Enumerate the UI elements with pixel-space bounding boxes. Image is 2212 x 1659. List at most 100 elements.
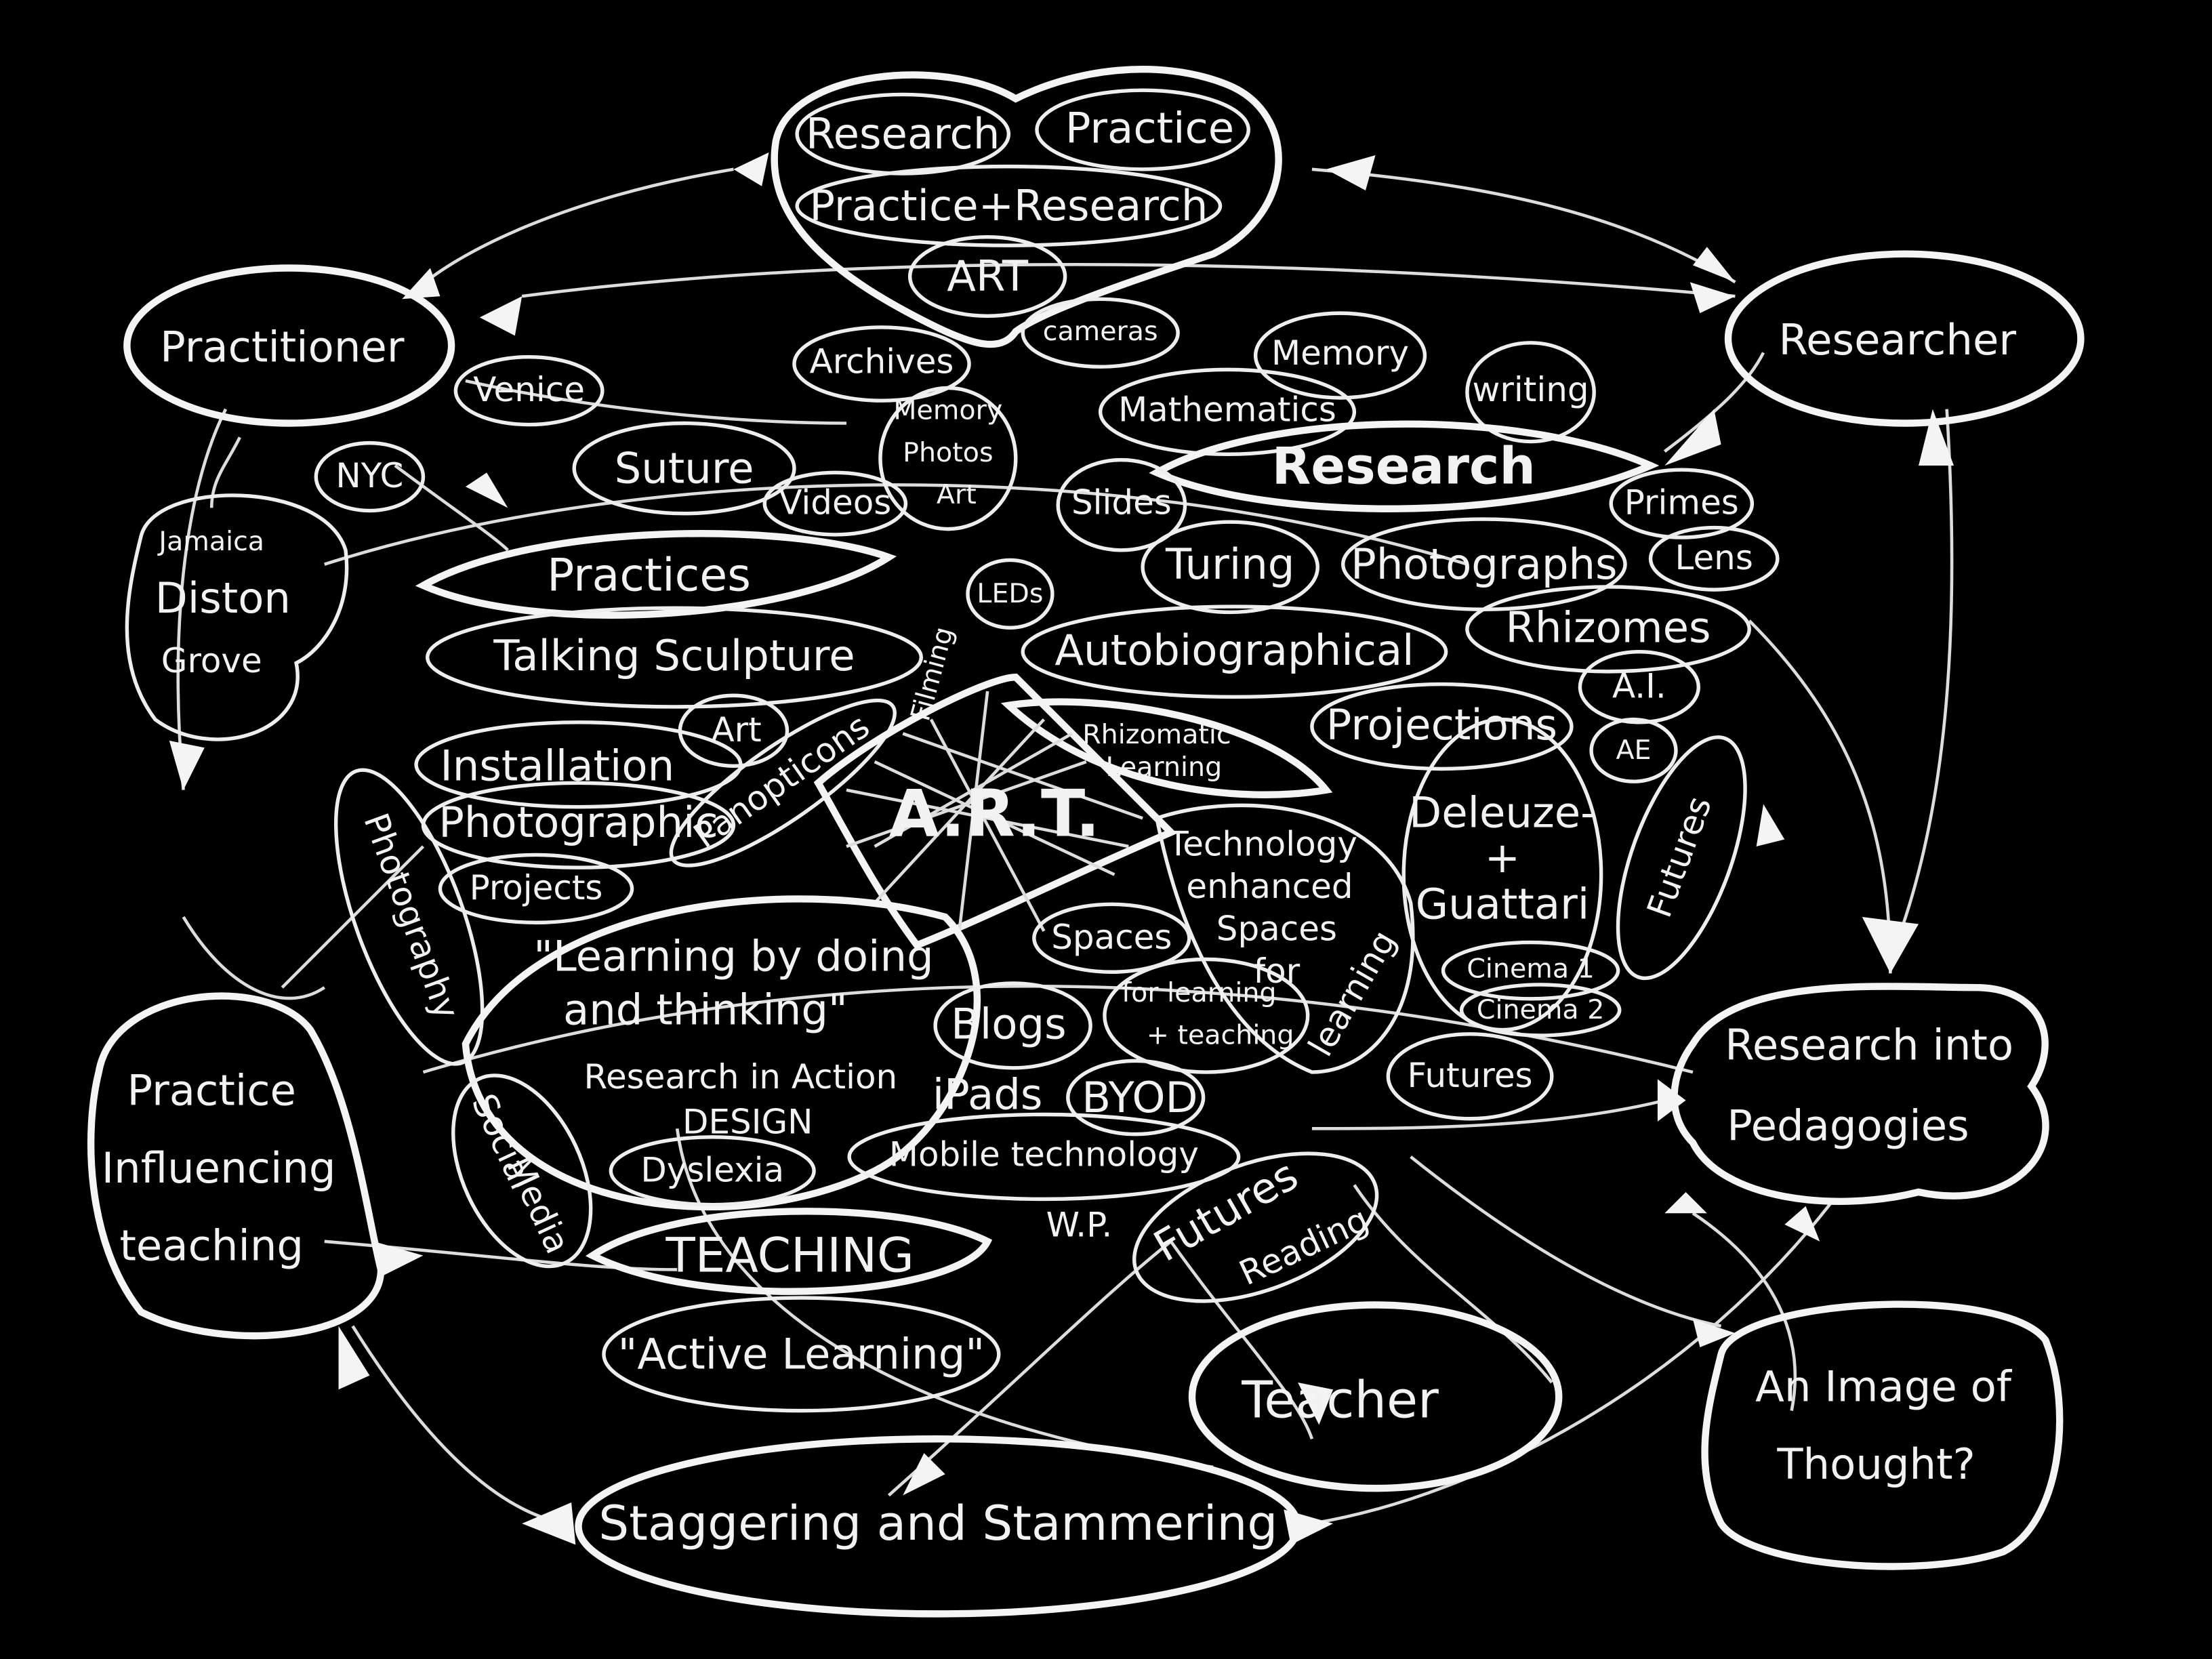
label-design: DESIGN — [682, 1103, 813, 1142]
node-writing[interactable]: writing — [1465, 341, 1596, 444]
node-memory-photos-art[interactable]: Memory Photos Art — [878, 386, 1018, 531]
node-projections[interactable]: Projections — [1310, 682, 1574, 771]
art-lattice — [846, 691, 1143, 932]
label-spaces: Spaces — [1051, 918, 1172, 957]
label-futures-right: Futures — [1639, 792, 1719, 923]
label-projections: Projections — [1326, 700, 1557, 750]
label-staggering: Staggering and Stammering — [598, 1495, 1277, 1551]
node-practices[interactable]: Practices — [415, 530, 897, 619]
label-memory-small: Memory — [893, 394, 1002, 426]
label-ipads: iPads — [933, 1070, 1043, 1120]
node-memory[interactable]: Memory — [1253, 311, 1427, 400]
node-teacher[interactable]: Teacher — [1188, 1301, 1563, 1492]
node-learning-by-doing[interactable]: "Learning by doing and thinking" Researc… — [462, 895, 981, 1211]
node-nyc[interactable]: NYC — [314, 441, 426, 513]
label-learning-rhizomatic: Learning — [1106, 752, 1223, 783]
label-rhizomatic: Rhizomatic — [1082, 719, 1231, 750]
label-and-teaching: + teaching — [1147, 1020, 1294, 1051]
label-talking-sculpture: Talking Sculpture — [493, 631, 855, 680]
label-wp: W.P. — [1046, 1206, 1113, 1245]
node-ae[interactable]: AE — [1589, 717, 1678, 783]
label-practice-infl1: Practice — [127, 1065, 296, 1115]
label-art-installation: Art — [711, 710, 761, 750]
label-practice-research: Practice+Research — [809, 181, 1208, 230]
node-photographic-projects[interactable]: Photographic Projects — [421, 781, 736, 925]
node-ipads-byod[interactable]: iPads BYOD — [933, 1059, 1206, 1136]
label-writing: writing — [1473, 370, 1589, 409]
label-photographic: Photographic — [438, 798, 718, 847]
node-design-dyslexia[interactable]: DESIGN Dyslexia — [609, 1103, 816, 1207]
node-cameras[interactable]: cameras — [1021, 297, 1180, 369]
node-research-into-pedagogies[interactable]: Research into Pedagogies — [1671, 983, 2049, 1205]
label-ae: AE — [1616, 735, 1652, 766]
node-primes[interactable]: Primes — [1609, 468, 1755, 539]
label-practice-infl3: teaching — [119, 1221, 304, 1270]
node-image-of-thought[interactable]: An Image of Thought? — [1701, 1300, 2064, 1570]
node-ai[interactable]: A.I. — [1578, 650, 1700, 724]
label-lens: Lens — [1675, 538, 1753, 577]
label-active-learning: "Active Learning" — [618, 1330, 985, 1379]
label-research: Research — [1272, 436, 1536, 496]
label-research-top: Research — [806, 109, 1000, 159]
node-lens[interactable]: Lens — [1648, 525, 1780, 592]
node-spaces-for-learning[interactable]: Spaces for learning + teaching — [1032, 902, 1310, 1074]
label-image1: An Image of — [1755, 1361, 2013, 1411]
label-slides: Slides — [1071, 483, 1172, 523]
label-teaching: TEACHING — [665, 1227, 914, 1283]
node-deleuze-guattari[interactable]: Deleuze- + Guattari — [1401, 717, 1603, 1032]
label-photos: Photos — [903, 437, 993, 468]
label-practices: Practices — [547, 549, 751, 602]
node-wp[interactable]: W.P. — [1046, 1206, 1113, 1245]
node-mobile-technology[interactable]: Mobile technology — [847, 1112, 1241, 1202]
node-practitioner[interactable]: Practitioner — [123, 264, 455, 427]
node-research[interactable]: Research — [1149, 420, 1660, 512]
label-cameras: cameras — [1043, 316, 1158, 347]
node-photographs[interactable]: Photographs — [1341, 517, 1627, 611]
label-deleuze: Deleuze- — [1409, 787, 1596, 837]
label-cinema2: Cinema 2 — [1477, 994, 1605, 1025]
node-archives[interactable]: Archives — [792, 325, 971, 403]
node-jamaica-diston-grove[interactable]: Jamaica Diston Grove — [125, 493, 349, 741]
node-rhizomes[interactable]: Rhizomes — [1465, 585, 1751, 674]
connector-lines — [176, 167, 1954, 1525]
label-art-center: A.R.T. — [889, 776, 1100, 852]
node-suture[interactable]: Suture — [572, 421, 796, 516]
node-leds[interactable]: LEDs — [966, 558, 1054, 630]
label-art-small: Art — [937, 479, 977, 510]
node-blogs[interactable]: Blogs — [933, 981, 1092, 1070]
label-cinema1: Cinema 1 — [1467, 954, 1595, 985]
node-research-practice-art[interactable]: Research Practice Practice+Research ART — [771, 66, 1282, 348]
node-mathematics[interactable]: Mathematics — [1098, 367, 1357, 456]
label-mobile: Mobile technology — [889, 1134, 1199, 1174]
label-plus: + — [1485, 833, 1520, 882]
label-ai: A.I. — [1612, 666, 1666, 705]
label-tech1: Technology — [1167, 824, 1357, 863]
label-grove: Grove — [161, 641, 262, 680]
label-learning-doing: "Learning by doing — [533, 932, 933, 981]
node-active-learning[interactable]: "Active Learning" — [602, 1296, 1001, 1413]
node-turing[interactable]: Turing — [1141, 520, 1319, 615]
label-practitioner: Practitioner — [160, 322, 405, 371]
node-cinema[interactable]: Cinema 1 Cinema 2 — [1441, 940, 1622, 1038]
node-teaching[interactable]: TEACHING — [585, 1208, 993, 1295]
node-videos[interactable]: Videos — [762, 470, 908, 537]
label-tech3: Spaces — [1216, 909, 1337, 948]
label-guattari: Guattari — [1416, 880, 1589, 929]
label-research-action: Research in Action — [583, 1057, 897, 1097]
label-image2: Thought? — [1776, 1439, 1975, 1489]
node-installation-art[interactable]: Installation Art — [414, 693, 790, 809]
label-media: Media — [499, 1151, 577, 1259]
node-futures-mid[interactable]: Futures — [1386, 1032, 1554, 1121]
node-staggering-stammering[interactable]: Staggering and Stammering — [575, 1435, 1302, 1618]
label-byod: BYOD — [1082, 1073, 1197, 1122]
node-talking-sculpture[interactable]: Talking Sculpture — [426, 606, 924, 709]
node-researcher[interactable]: Researcher — [1724, 250, 2085, 427]
label-dyslexia: Dyslexia — [640, 1150, 784, 1189]
label-for-learning: for learning — [1122, 977, 1276, 1008]
node-practice-influencing-teaching[interactable]: Practice Influencing teaching — [87, 992, 385, 1340]
node-venice[interactable]: Venice — [453, 354, 605, 427]
label-practice-top: Practice — [1065, 104, 1234, 153]
node-autobiographical[interactable]: Autobiographical — [1021, 605, 1448, 699]
node-slides[interactable]: Slides — [1056, 457, 1187, 552]
label-videos: Videos — [779, 483, 891, 523]
